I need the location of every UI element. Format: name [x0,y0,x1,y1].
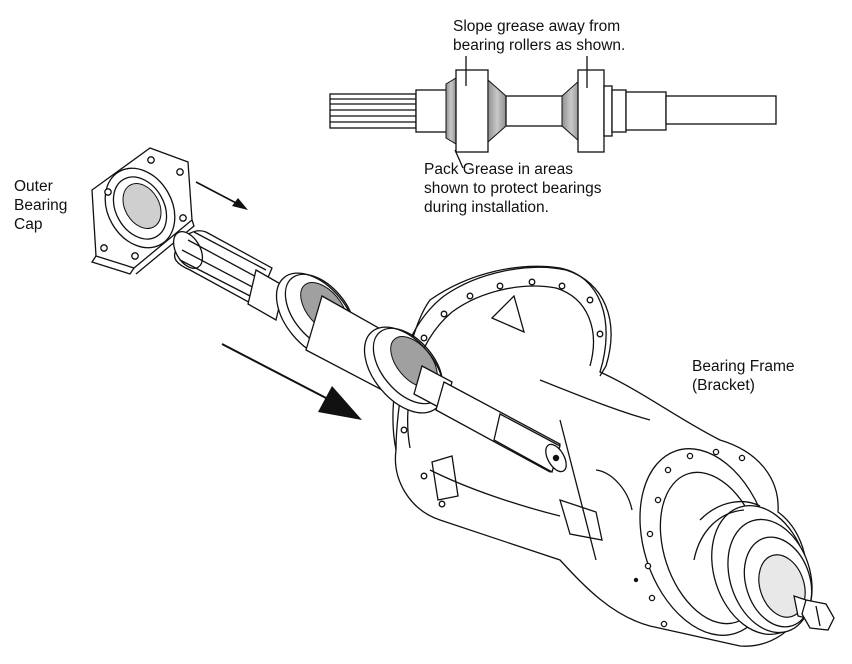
outer-bearing-cap-label-line-3: Cap [14,216,43,233]
outer-bearing-cap-label: Outer Bearing Cap [14,177,67,234]
outer-bearing-cap-label-line-1: Outer [14,178,53,195]
pack-grease-note-line-1: Pack Grease in areas [424,161,574,178]
exploded-shaft [172,230,567,473]
slope-grease-note-line-2: bearing rollers as shown. [453,37,626,54]
end-seal-cup [693,500,813,636]
shaft-end-nut [793,595,835,631]
small-direction-arrow [195,181,248,210]
outer-bearing-cap [90,147,195,275]
pack-grease-note-line-3: during installation. [424,199,549,216]
bearing-frame-bracket [392,265,835,647]
pack-grease-note-line-2: shown to protect bearings [424,180,602,197]
grease-left-bearing [445,77,457,145]
top-shaft-spline [329,93,417,129]
outer-bearing-cap-label-line-2: Bearing [14,197,68,214]
top-shaft-detail [329,56,777,169]
pack-grease-note: Pack Grease in areas shown to protect be… [424,160,602,217]
slope-grease-note-line-1: Slope grease away from [453,18,621,35]
bearing-frame-label: Bearing Frame (Bracket) [692,357,795,395]
slope-grease-note: Slope grease away from bearing rollers a… [453,17,625,55]
top-bearing-left [455,69,489,153]
bearing-frame-label-line-2: (Bracket) [692,377,755,394]
large-direction-arrow [221,343,362,420]
top-bearing-right [577,69,605,153]
bearing-frame-label-line-1: Bearing Frame [692,358,795,375]
